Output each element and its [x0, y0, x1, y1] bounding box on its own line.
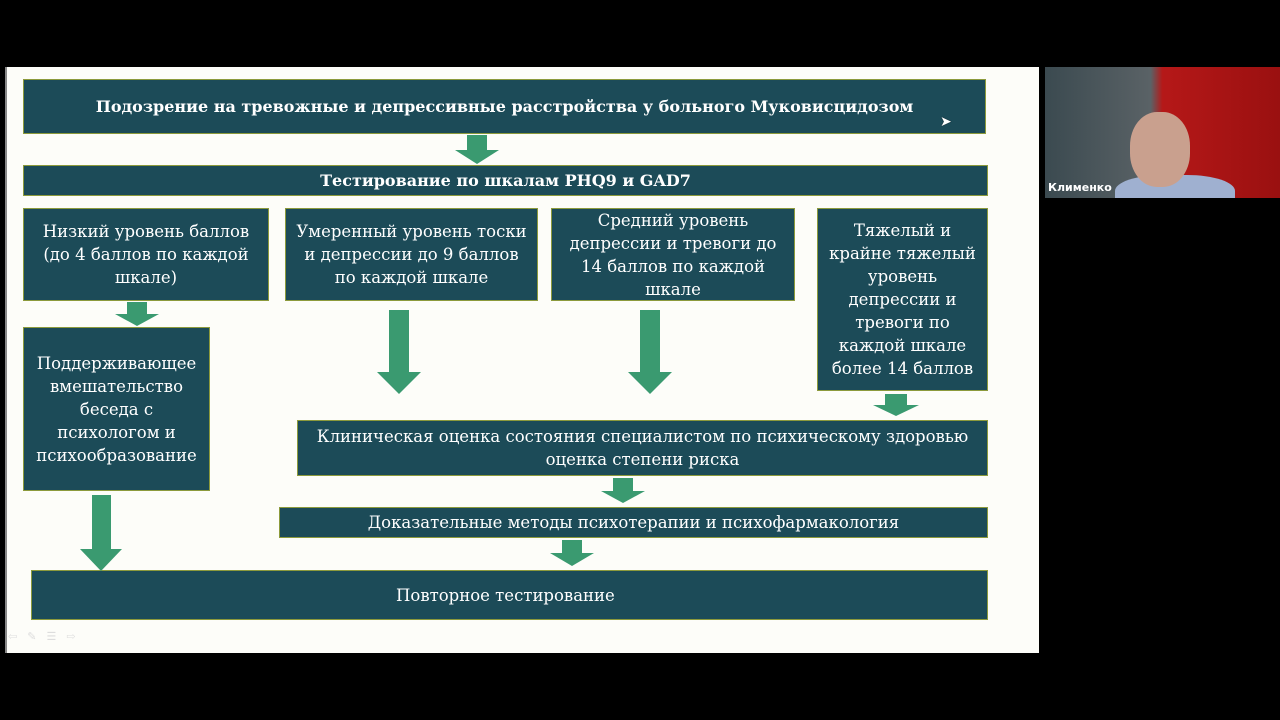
box-methods: Доказательные методы психотерапии и псих… [279, 507, 988, 538]
down-arrow-icon [873, 394, 919, 416]
box-suspicion: Подозрение на тревожные и депрессивные р… [23, 79, 986, 134]
down-arrow-icon [628, 310, 672, 394]
box-repeat-testing: Повторное тестирование [31, 570, 988, 620]
down-arrow-icon [80, 495, 123, 571]
down-arrow-icon [455, 135, 499, 164]
slide-toolbar: ⇦ ✎ ☰ ⇨ [8, 630, 76, 643]
participant-face [1130, 112, 1190, 187]
pen-icon[interactable]: ✎ [27, 630, 37, 643]
box-severe: Тяжелый и крайне тяжелый уровень депресс… [817, 208, 988, 391]
down-arrow-icon [115, 302, 159, 326]
box-testing: Тестирование по шкалам PHQ9 и GAD7 [23, 165, 988, 196]
down-arrow-icon [601, 478, 645, 503]
box-clinical: Клиническая оценка состояния специалисто… [297, 420, 988, 476]
down-arrow-icon [550, 540, 594, 566]
prev-icon[interactable]: ⇦ [8, 630, 18, 643]
box-medium: Средний уровень депрессии и тревоги до 1… [551, 208, 795, 301]
next-icon[interactable]: ⇨ [66, 630, 76, 643]
participant-name: Клименко [1048, 181, 1112, 194]
box-low-score: Низкий уровень баллов (до 4 баллов по ка… [23, 208, 269, 301]
menu-icon[interactable]: ☰ [46, 630, 57, 643]
box-support: Поддерживающее вмешательство беседа с пс… [23, 327, 210, 491]
down-arrow-icon [377, 310, 421, 394]
participant-video-tile[interactable]: Клименко [1045, 67, 1280, 198]
mouse-cursor-icon: ➤ [940, 114, 952, 130]
box-moderate: Умеренный уровень тоски и депрессии до 9… [285, 208, 538, 301]
